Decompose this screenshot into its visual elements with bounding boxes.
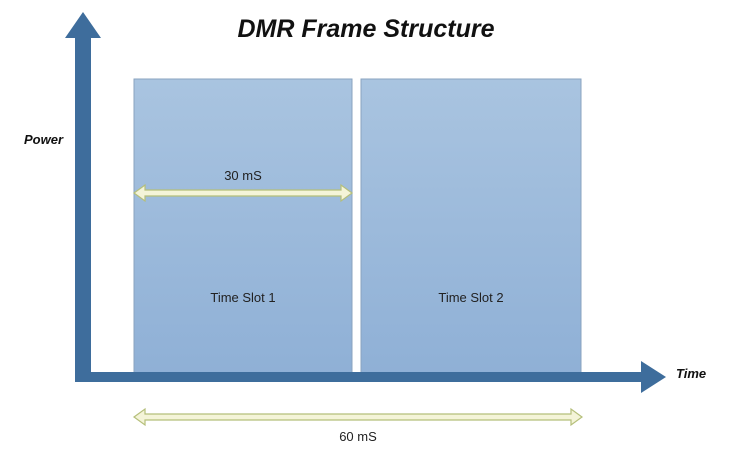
power-axis-arrow <box>65 12 101 378</box>
frame-duration-arrow <box>132 407 584 427</box>
power-axis-label: Power <box>24 132 64 147</box>
slot-duration-arrow <box>132 183 354 203</box>
slot-duration-label: 30 mS <box>224 168 262 183</box>
diagram-title: DMR Frame Structure <box>237 15 495 43</box>
time-axis-label: Time <box>676 366 707 381</box>
frame-duration-label: 60 mS <box>339 429 377 444</box>
time-axis-arrow <box>75 361 666 393</box>
time-slot-2-label: Time Slot 2 <box>438 290 504 305</box>
time-slot-1-label: Time Slot 1 <box>210 290 276 305</box>
time-slot-2 <box>360 78 582 376</box>
time-slot-1 <box>133 78 353 376</box>
